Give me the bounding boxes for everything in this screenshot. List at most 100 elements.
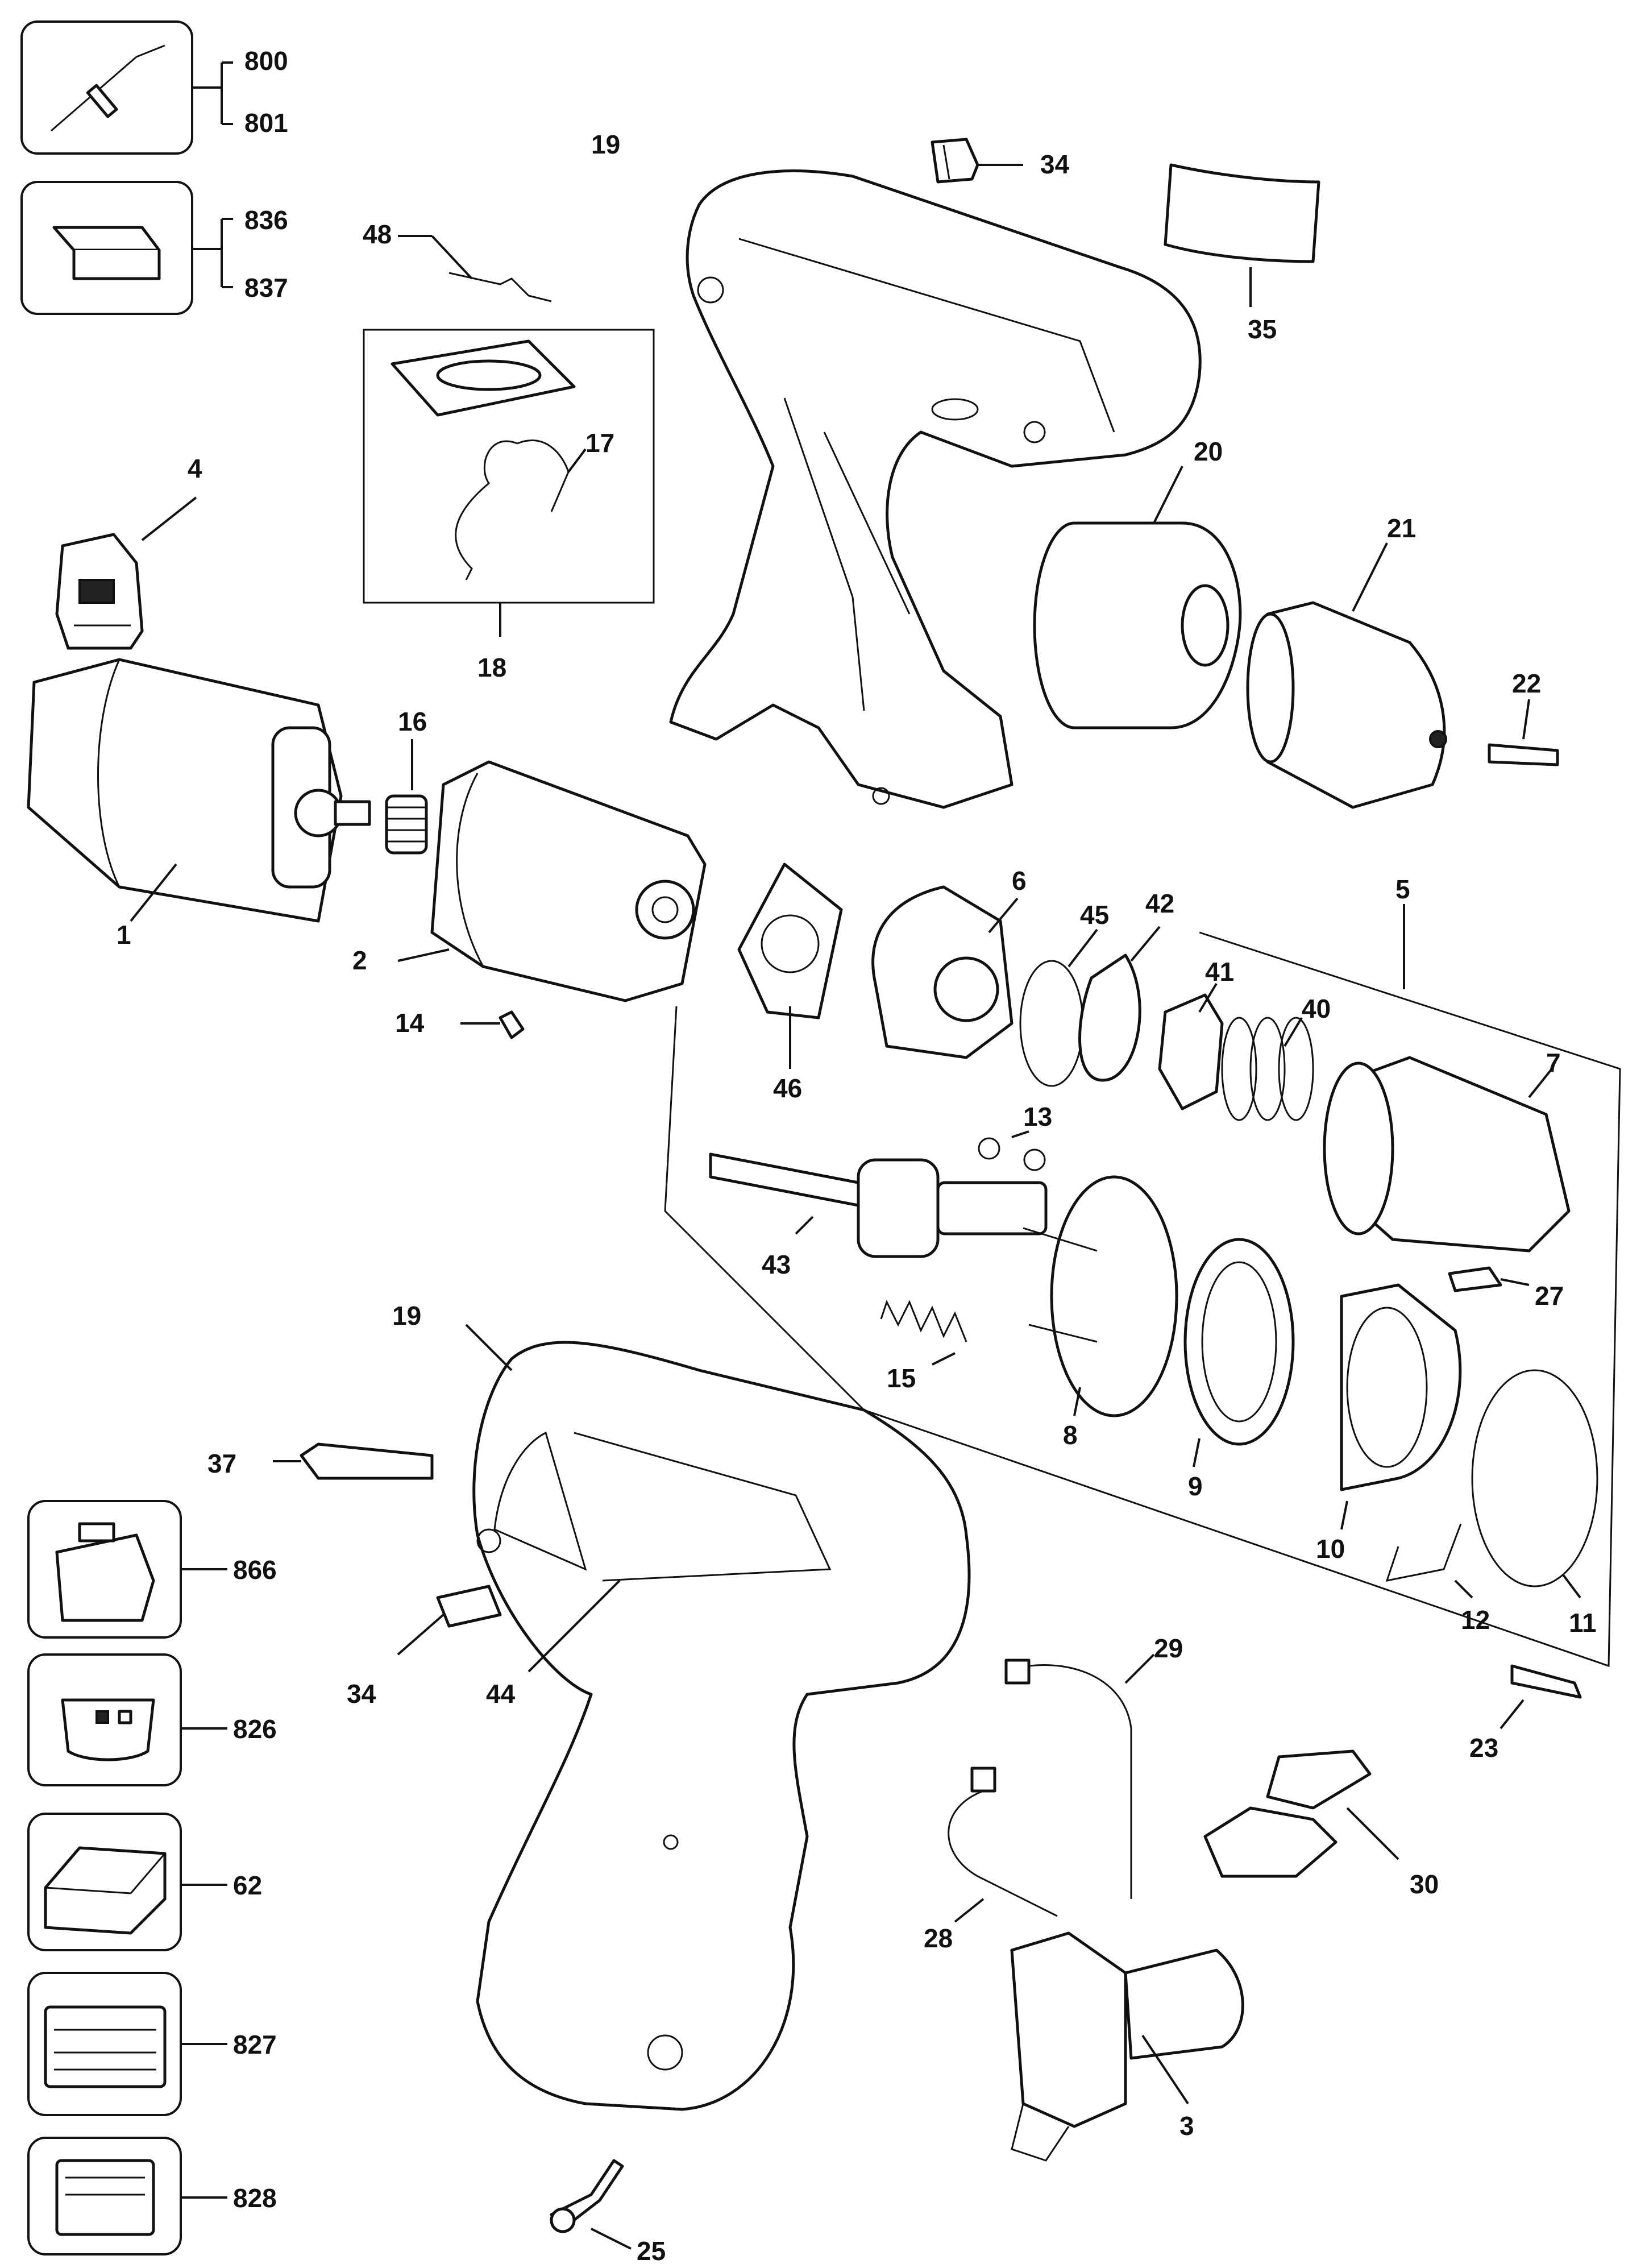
callout-41: 41 [1205, 957, 1234, 986]
direction-switch-lever [1203, 1749, 1399, 1878]
wire-retaining-clip [1385, 1523, 1473, 1599]
nameplate-label [1164, 163, 1320, 307]
clutch-gear-41 [1158, 982, 1224, 1110]
callout-866: 866 [233, 1555, 277, 1585]
callout-62: 62 [233, 1871, 262, 1900]
callout-45: 45 [1080, 900, 1109, 930]
accessory-box-827 [27, 1972, 227, 2116]
callout-48: 48 [363, 219, 392, 249]
screwdriver-bit [273, 1442, 434, 1480]
gear-case [397, 760, 707, 1002]
rating-label-icon [55, 2159, 155, 2236]
callout-21: 21 [1387, 513, 1416, 543]
brush-holder [55, 496, 197, 650]
callout-4: 4 [188, 454, 202, 483]
wire-lead-28 [948, 1767, 1058, 1923]
callout-34-upper: 34 [1040, 150, 1070, 179]
wire-lead-29 [1004, 1653, 1155, 1899]
leader-44 [527, 1579, 621, 1673]
accessory-box-828 [27, 2137, 227, 2255]
callout-23: 23 [1469, 1733, 1498, 1763]
forward-reverse-switch-box [363, 329, 655, 637]
spindle-spring [880, 1300, 967, 1366]
callout-46: 46 [773, 1073, 802, 1103]
accessory-box-866 [27, 1500, 227, 1639]
accessory-box-800-801 [20, 20, 233, 155]
battery-cap-icon [61, 1698, 155, 1761]
callout-20: 20 [1194, 437, 1223, 466]
pinion-gear [385, 739, 428, 855]
callout-25: 25 [637, 2236, 666, 2266]
callout-11: 11 [1569, 1608, 1597, 1637]
accessory-box-836-837 [20, 181, 233, 315]
callout-30: 30 [1410, 1869, 1439, 1899]
callout-12: 12 [1461, 1605, 1490, 1635]
callout-826: 826 [233, 1714, 277, 1744]
clutch-balls [978, 1130, 1046, 1171]
callout-827: 827 [233, 2030, 277, 2059]
callout-9: 9 [1188, 1471, 1203, 1501]
callout-42: 42 [1145, 889, 1174, 918]
callout-19-upper: 19 [591, 130, 620, 159]
callout-17: 17 [585, 428, 614, 458]
accessory-box-62 [27, 1813, 227, 1951]
callout-37: 37 [207, 1449, 236, 1478]
clutch-assembly-box [664, 904, 1621, 1668]
callout-44: 44 [486, 1679, 516, 1709]
callout-13: 13 [1023, 1102, 1052, 1131]
mode-cam-plate [1078, 926, 1161, 1082]
callout-837: 837 [244, 273, 288, 302]
callout-19-lower: 19 [392, 1301, 421, 1330]
callout-15: 15 [887, 1363, 916, 1393]
belt-clip-icon [52, 226, 161, 280]
callout-801: 801 [244, 108, 288, 138]
front-gear-housing [871, 885, 1019, 1059]
ring-gear [1183, 1238, 1295, 1467]
screw-27 [1448, 1266, 1530, 1292]
trigger-switch [1010, 1931, 1244, 2162]
callout-27: 27 [1535, 1281, 1564, 1311]
planet-carrier [1023, 1175, 1178, 1417]
callout-800: 800 [244, 46, 288, 76]
callout-2: 2 [352, 946, 367, 975]
callout-22: 22 [1512, 669, 1541, 698]
callout-7: 7 [1546, 1048, 1561, 1077]
screw-22 [1488, 699, 1559, 766]
screwdriver-bit-holder-icon [51, 44, 165, 132]
keyless-chuck [1246, 542, 1447, 809]
callout-5: 5 [1395, 874, 1410, 904]
snap-ring-11 [1471, 1369, 1598, 1599]
motor [27, 658, 371, 923]
callout-828: 828 [233, 2183, 277, 2213]
callout-40: 40 [1302, 994, 1331, 1023]
callout-43: 43 [762, 1250, 791, 1279]
housing-half-left [669, 169, 1202, 809]
spring-wire [398, 235, 552, 302]
collar-housing [1340, 1283, 1462, 1530]
spindle-shaft [709, 1152, 1048, 1258]
clutch-ring-plate [737, 863, 843, 1069]
callout-34-lower: 34 [347, 1679, 376, 1709]
warning-label-icon [44, 2005, 167, 2088]
switch-clip-bottom [397, 1585, 502, 1656]
callout-1: 1 [117, 920, 131, 950]
accessory-box-826 [27, 1653, 227, 1786]
callout-8: 8 [1063, 1420, 1078, 1450]
chuck-sleeve [1033, 466, 1242, 729]
callout-18: 18 [477, 653, 506, 682]
callout-16: 16 [398, 707, 427, 736]
callout-35: 35 [1248, 314, 1277, 344]
callout-14: 14 [395, 1008, 425, 1038]
callout-10: 10 [1316, 1534, 1345, 1564]
switch-clip-top [931, 138, 1023, 184]
callout-836: 836 [244, 205, 288, 235]
gearbox-body [1323, 1056, 1571, 1253]
callout-3: 3 [1179, 2111, 1194, 2141]
battery-charger-icon [44, 1846, 167, 1935]
callout-29: 29 [1154, 1633, 1183, 1663]
callout-6: 6 [1012, 866, 1027, 895]
screw-25 [550, 2159, 632, 2250]
clutch-spring [1221, 1017, 1314, 1121]
battery-pack-icon [55, 1522, 155, 1622]
